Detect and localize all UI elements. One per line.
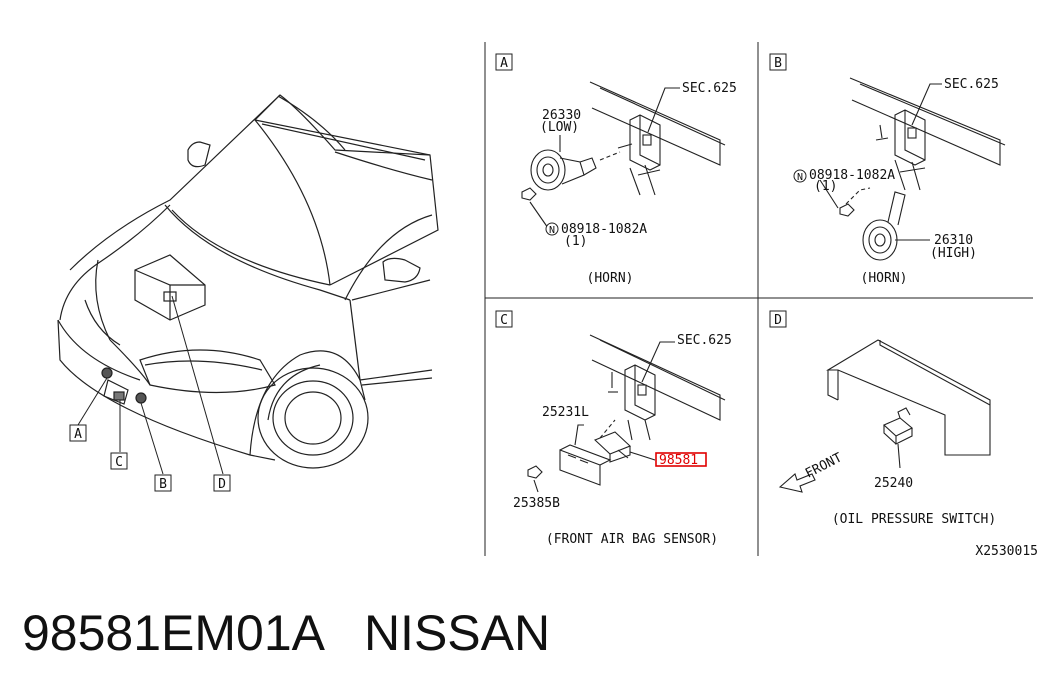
panel-a-sec-label: SEC.625	[682, 81, 737, 96]
panel-b: B N SEC.625 08918-1082A	[769, 53, 1006, 286]
panel-a-bolt-number: 08918-1082A	[561, 222, 647, 237]
callout-b-label: B	[159, 477, 167, 492]
callout-c-label: C	[115, 455, 123, 470]
callout-d-label: D	[218, 477, 226, 492]
panel-d-front-label: FRONT	[803, 450, 845, 481]
caption-spacer	[322, 605, 364, 661]
panel-c-tag: C	[500, 313, 508, 328]
car-illustration	[57, 94, 439, 469]
panel-a-caption: (HORN)	[587, 271, 634, 286]
car-callout-leaders	[77, 295, 224, 475]
panel-d-caption: (OIL PRESSURE SWITCH)	[832, 512, 996, 527]
panel-c-caption: (FRONT AIR BAG SENSOR)	[546, 532, 718, 547]
diagram-code: X2530015	[975, 544, 1038, 559]
panel-a: A	[495, 53, 737, 286]
panel-d-tag: D	[774, 313, 782, 328]
highlight-box	[655, 452, 707, 467]
panel-b-part-sub: (HIGH)	[930, 246, 977, 261]
panel-a-nut-symbol: N	[549, 225, 555, 236]
part-caption: 98581EM01A NISSAN	[22, 598, 550, 668]
panel-c-sensor-number: 98581	[659, 453, 698, 468]
panel-b-caption: (HORN)	[861, 271, 908, 286]
panel-a-part-sub: (LOW)	[540, 120, 579, 135]
brand-name: NISSAN	[363, 605, 551, 661]
panel-d: D FRONT 25240 (OIL PRESSURE SWITCH)	[769, 310, 996, 527]
panel-a-bolt-qty: (1)	[564, 234, 587, 249]
panel-a-tag: A	[500, 56, 508, 71]
callout-a-label: A	[74, 427, 82, 442]
panel-b-tag: B	[774, 56, 782, 71]
panel-a-part-number: 26330	[542, 108, 581, 123]
panel-b-bolt-qty: (1)	[814, 179, 837, 194]
panel-c-sec-label: SEC.625	[677, 333, 732, 348]
parts-diagram: A C B D A	[57, 42, 1038, 559]
panel-b-bolt-number: 08918-1082A	[809, 168, 895, 183]
panel-b-nut-symbol: N	[797, 172, 803, 183]
panel-grid	[484, 42, 1033, 556]
panel-c: C SEC.625	[495, 310, 732, 547]
car-callouts	[69, 424, 231, 492]
panel-c-nut-number: 25385B	[513, 496, 560, 511]
panel-b-sec-label: SEC.625	[944, 77, 999, 92]
panel-c-bracket-number: 25231L	[542, 405, 589, 420]
panel-d-part-number: 25240	[874, 476, 913, 491]
panel-b-part-number: 26310	[934, 233, 973, 248]
part-number: 98581EM01A	[22, 605, 323, 661]
